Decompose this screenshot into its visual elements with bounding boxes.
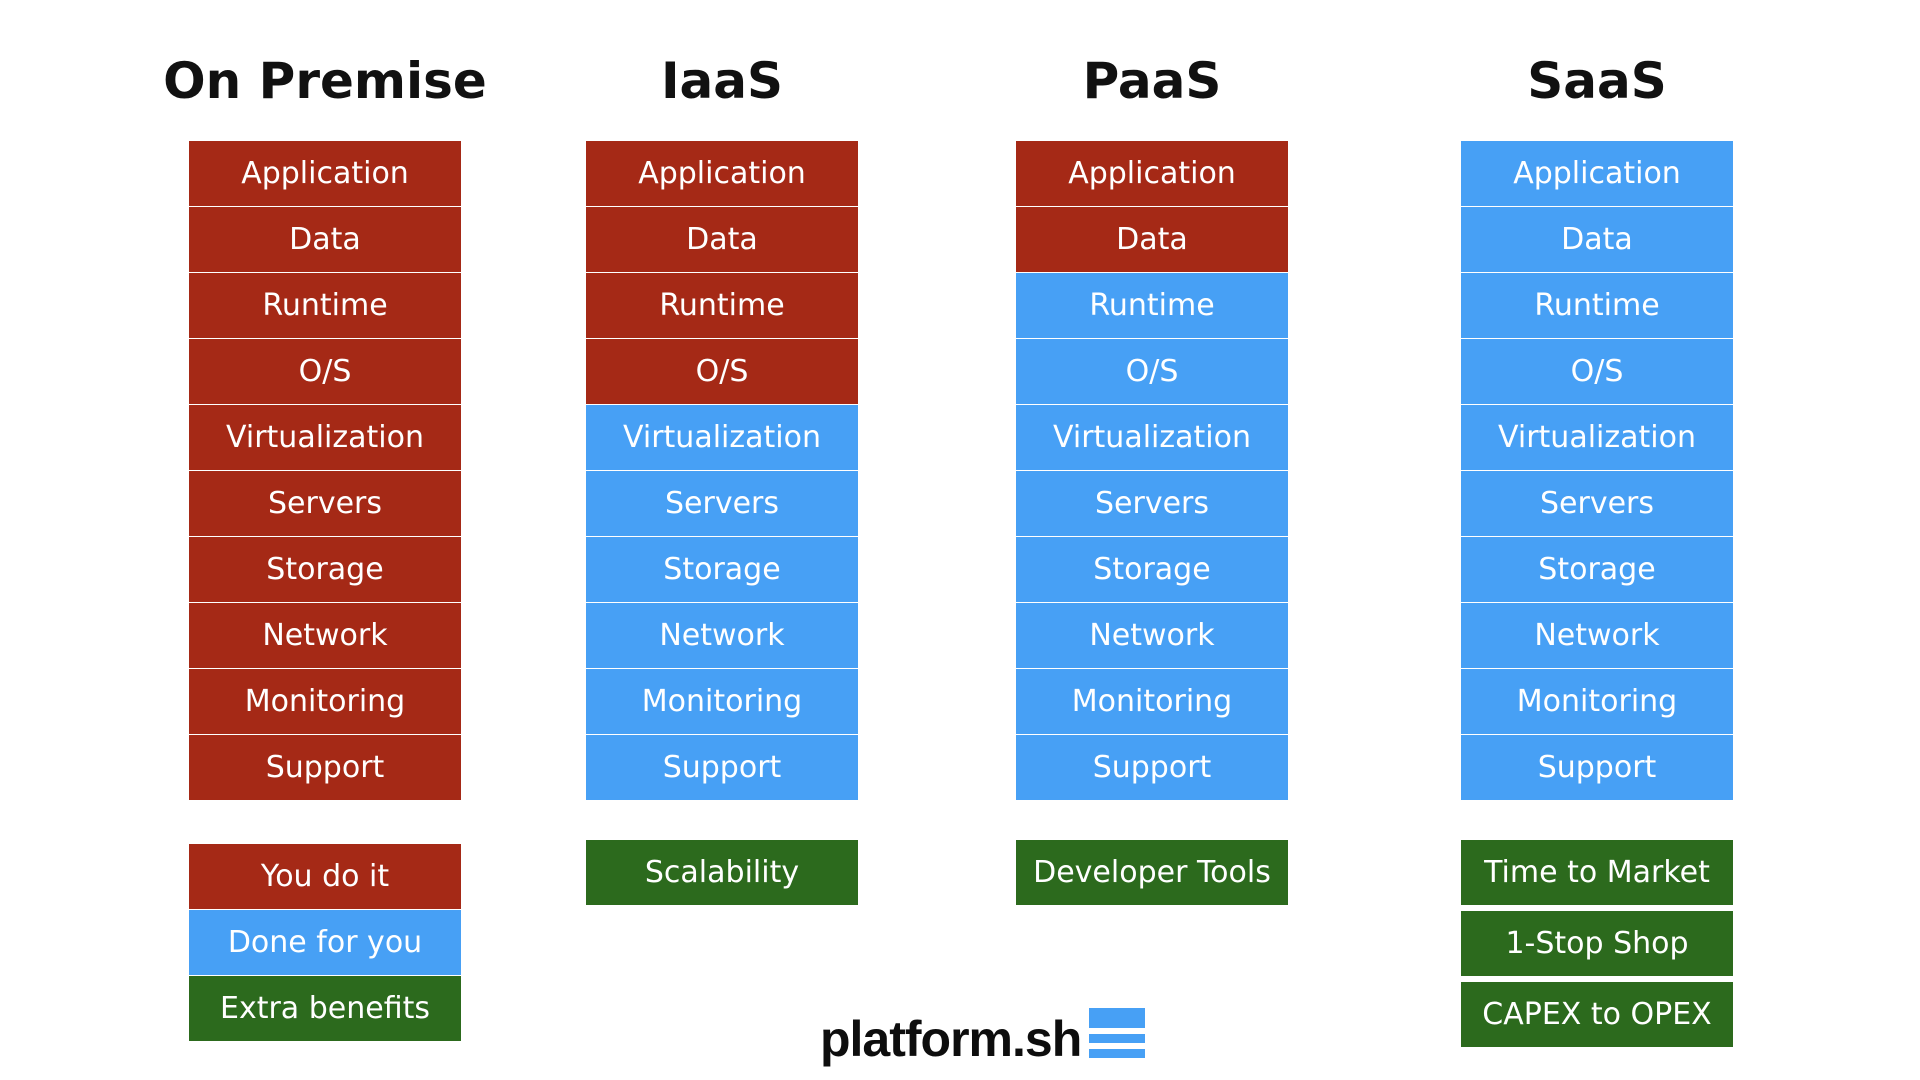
layer-network: Network <box>189 603 461 668</box>
layer-support: Support <box>189 735 461 800</box>
legend-done-for-you: Done for you <box>189 910 461 975</box>
benefit-scalability: Scalability <box>586 840 858 905</box>
layer-virtualization: Virtualization <box>586 405 858 470</box>
benefits-list: Scalability <box>586 840 858 911</box>
layer-storage: Storage <box>1016 537 1288 602</box>
layer-monitoring: Monitoring <box>1461 669 1733 734</box>
layer-monitoring: Monitoring <box>586 669 858 734</box>
legend: You do it Done for you Extra benefits <box>189 844 461 1042</box>
layer-runtime: Runtime <box>1016 273 1288 338</box>
layer-servers: Servers <box>1016 471 1288 536</box>
layer-data: Data <box>1016 207 1288 272</box>
logo-bar-top <box>1089 1008 1146 1028</box>
layer-application: Application <box>586 141 858 206</box>
benefits-list: Developer Tools <box>1016 840 1288 911</box>
layer-data: Data <box>586 207 858 272</box>
layer-monitoring: Monitoring <box>1016 669 1288 734</box>
layer-servers: Servers <box>586 471 858 536</box>
logo-bar-bottom <box>1089 1049 1146 1058</box>
benefit-developer-tools: Developer Tools <box>1016 840 1288 905</box>
layer-servers: Servers <box>1461 471 1733 536</box>
layer-virtualization: Virtualization <box>189 405 461 470</box>
benefit-capex-to-opex: CAPEX to OPEX <box>1461 982 1733 1047</box>
layer-data: Data <box>1461 207 1733 272</box>
layer-support: Support <box>1461 735 1733 800</box>
benefit-time-to-market: Time to Market <box>1461 840 1733 905</box>
layer-o-s: O/S <box>586 339 858 404</box>
layer-network: Network <box>1461 603 1733 668</box>
layer-runtime: Runtime <box>1461 273 1733 338</box>
column-title: IaaS <box>660 52 784 110</box>
layer-virtualization: Virtualization <box>1016 405 1288 470</box>
layer-monitoring: Monitoring <box>189 669 461 734</box>
layer-application: Application <box>1461 141 1733 206</box>
platform-sh-logo: platform.sh <box>820 988 1146 1068</box>
column-title: PaaS <box>1082 52 1222 110</box>
layer-application: Application <box>1016 141 1288 206</box>
legend-extra-benefits: Extra benefits <box>189 976 461 1041</box>
layer-support: Support <box>586 735 858 800</box>
layer-o-s: O/S <box>1461 339 1733 404</box>
column-title: On Premise <box>163 52 487 110</box>
layer-servers: Servers <box>189 471 461 536</box>
layer-storage: Storage <box>586 537 858 602</box>
layer-virtualization: Virtualization <box>1461 405 1733 470</box>
stacked-bars-icon <box>1089 1008 1146 1058</box>
layer-network: Network <box>1016 603 1288 668</box>
layer-network: Network <box>586 603 858 668</box>
logo-wordmark: platform.sh <box>820 1011 1082 1067</box>
layer-storage: Storage <box>189 537 461 602</box>
layer-o-s: O/S <box>189 339 461 404</box>
legend-you-do-it: You do it <box>189 844 461 909</box>
layer-support: Support <box>1016 735 1288 800</box>
layer-storage: Storage <box>1461 537 1733 602</box>
layer-o-s: O/S <box>1016 339 1288 404</box>
column-title: SaaS <box>1527 52 1667 110</box>
benefit-1-stop-shop: 1-Stop Shop <box>1461 911 1733 976</box>
layer-data: Data <box>189 207 461 272</box>
layer-runtime: Runtime <box>189 273 461 338</box>
layer-runtime: Runtime <box>586 273 858 338</box>
logo-bar-middle <box>1089 1034 1146 1043</box>
layer-application: Application <box>189 141 461 206</box>
